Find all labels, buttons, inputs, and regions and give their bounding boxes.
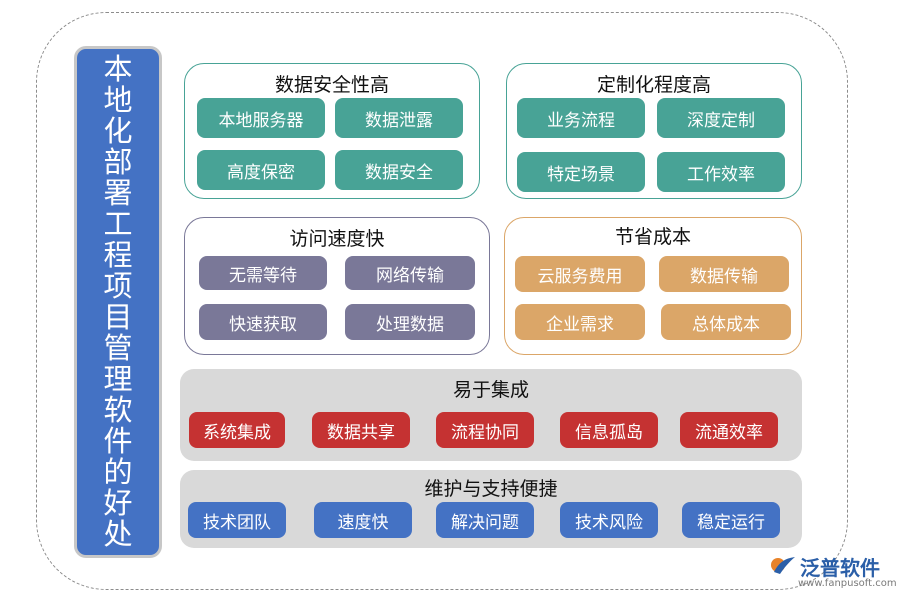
panel-title: 定制化程度高 [596, 74, 711, 96]
brand-url: www.fanpusoft.com [798, 578, 897, 589]
band-title: 易于集成 [452, 379, 529, 401]
outer-dashed-frame [36, 12, 848, 590]
band-title: 维护与支持便捷 [424, 478, 558, 500]
panel-access-speed: 访问速度快 无需等待 网络传输 快速获取 处理数据 [184, 217, 490, 355]
chip: 速度快 [314, 502, 412, 538]
chip: 系统集成 [189, 412, 285, 448]
chip: 无需等待 [199, 256, 327, 290]
panel-data-security: 数据安全性高 本地服务器 数据泄露 高度保密 数据安全 [184, 63, 480, 199]
chip: 解决问题 [436, 502, 534, 538]
chip: 总体成本 [661, 304, 791, 340]
band-integration: 易于集成 系统集成 数据共享 流程协同 信息孤岛 流通效率 [180, 369, 802, 461]
chip: 深度定制 [657, 98, 785, 138]
panel-title: 节省成本 [614, 226, 691, 248]
chip: 流程协同 [436, 412, 534, 448]
chip: 特定场景 [517, 152, 645, 192]
chip: 数据泄露 [335, 98, 463, 138]
fanpu-logo-icon [771, 557, 795, 574]
chip: 云服务费用 [515, 256, 645, 292]
chip: 信息孤岛 [560, 412, 658, 448]
brand-logo: 泛普软件 www.fanpusoft.com [770, 548, 897, 596]
chip: 本地服务器 [197, 98, 325, 138]
chip: 处理数据 [345, 304, 475, 340]
panel-customization: 定制化程度高 业务流程 深度定制 特定场景 工作效率 [506, 63, 802, 199]
panel-cost-saving: 节省成本 云服务费用 数据传输 企业需求 总体成本 [504, 217, 802, 355]
chip: 企业需求 [515, 304, 645, 340]
chip: 数据传输 [659, 256, 789, 292]
chip: 高度保密 [197, 150, 325, 190]
brand-name: 泛普软件 [800, 556, 880, 580]
chip: 工作效率 [657, 152, 785, 192]
chip: 快速获取 [199, 304, 327, 340]
side-title: 本地化部署工程项目管理软件的好处 [103, 52, 133, 551]
chip: 稳定运行 [682, 502, 780, 538]
chip: 业务流程 [517, 98, 645, 138]
chip: 数据共享 [312, 412, 410, 448]
chip: 流通效率 [680, 412, 778, 448]
chip: 技术风险 [560, 502, 658, 538]
chip: 网络传输 [345, 256, 475, 290]
band-maintenance: 维护与支持便捷 技术团队 速度快 解决问题 技术风险 稳定运行 [180, 470, 802, 548]
chip: 技术团队 [188, 502, 286, 538]
side-title-panel: 本地化部署工程项目管理软件的好处 [74, 46, 162, 558]
chip: 数据安全 [335, 150, 463, 190]
panel-title: 数据安全性高 [274, 74, 389, 96]
panel-title: 访问速度快 [289, 228, 385, 250]
